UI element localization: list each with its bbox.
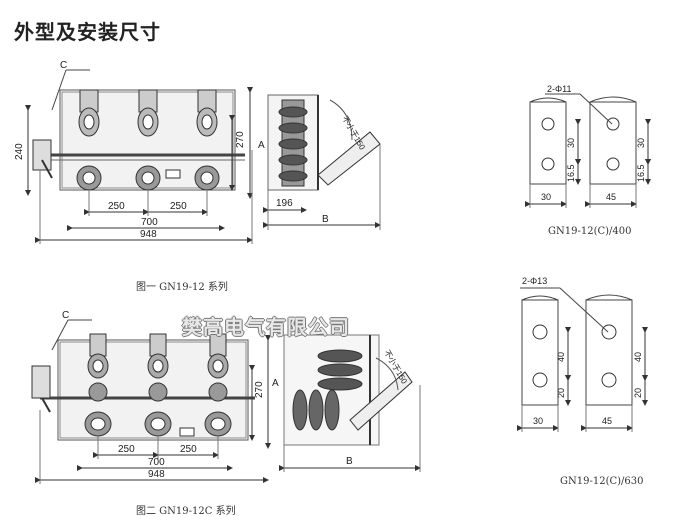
detail1-dim-30a: 30 — [566, 138, 576, 148]
figure1-dim-b: B — [322, 214, 329, 225]
figure2-dim-270: 270 — [254, 381, 265, 398]
figure1-dim-240: 240 — [14, 143, 25, 160]
detail1-caption: GN19-12(C)/400 — [548, 226, 632, 237]
detail1-dim-width-45: 45 — [606, 192, 616, 202]
detail1-terminal-drawing — [525, 93, 651, 208]
figure1-callout-c: C — [60, 60, 67, 71]
detail2-dim-width-45: 45 — [602, 416, 612, 426]
page-title: 外型及安装尺寸 — [14, 20, 161, 44]
detail2-caption: GN19-12(C)/630 — [560, 476, 644, 487]
detail2-dim-40b: 40 — [633, 352, 643, 362]
detail1-dim-width-30: 30 — [541, 192, 551, 202]
figure1-pole-1 — [76, 89, 102, 191]
detail2-dim-20a: 20 — [556, 388, 566, 398]
detail1-dim-30b: 30 — [636, 138, 646, 148]
figure2-dim-250a: 250 — [118, 444, 135, 455]
figure1-pole-3 — [194, 89, 220, 191]
figure2-dim-b: B — [346, 456, 353, 467]
figure1-dim-196: 196 — [276, 198, 293, 209]
detail2-dim-width-30: 30 — [533, 416, 543, 426]
detail1-dim-16.5a: 16.5 — [566, 164, 576, 182]
figure2-caption: 图二 GN19-12C 系列 — [136, 506, 236, 517]
figure2-dim-a: A — [272, 378, 279, 389]
figure1-dim-700: 700 — [141, 217, 158, 228]
figure2-pole-3 — [204, 333, 232, 437]
figure2-dim-948: 948 — [148, 469, 165, 480]
figure2-dim-700: 700 — [148, 457, 165, 468]
figure1-side-view — [263, 94, 381, 230]
figure2-dim-250b: 250 — [180, 444, 197, 455]
figure2-front-view — [31, 319, 271, 484]
detail1-dim-16.5b: 16.5 — [636, 164, 646, 182]
figure1-pole-2 — [135, 89, 161, 191]
figure1-dim-250a: 250 — [108, 201, 125, 212]
watermark: 樊高电气有限公司 — [182, 315, 350, 339]
figure2-pole-1 — [84, 333, 112, 437]
detail2-terminal-drawing — [517, 287, 648, 432]
detail1-hole-spec: 2-Φ11 — [547, 84, 572, 94]
figure2-side-view — [279, 334, 421, 472]
detail2-dim-20b: 20 — [633, 388, 643, 398]
figure1-dim-948: 948 — [140, 229, 157, 240]
figure2-callout-c: C — [62, 310, 69, 321]
figure1-caption: 图一 GN19-12 系列 — [136, 282, 228, 293]
figure1-dim-270: 270 — [235, 131, 246, 148]
figure2-pole-2 — [144, 333, 172, 437]
figure1-front-view — [25, 69, 253, 244]
detail2-hole-spec: 2-Φ13 — [522, 276, 547, 286]
figure1-dim-250b: 250 — [170, 201, 187, 212]
figure1-dim-a: A — [258, 140, 265, 151]
detail2-dim-40a: 40 — [556, 352, 566, 362]
